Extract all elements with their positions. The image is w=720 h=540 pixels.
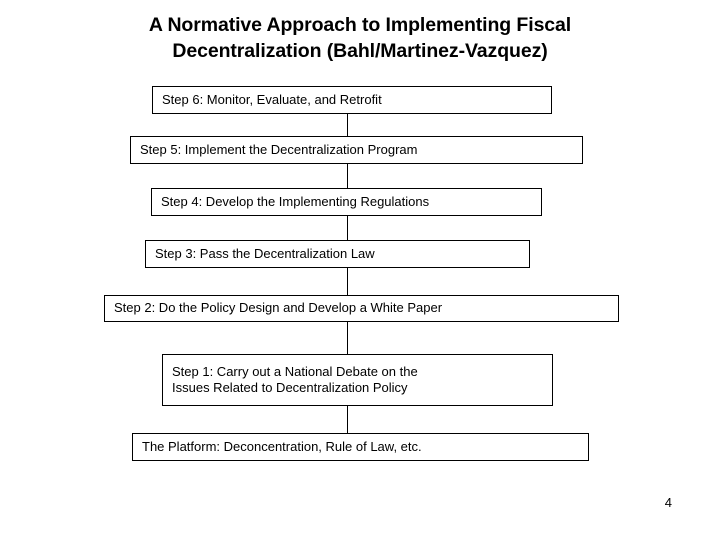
connector-step3-to-step4 <box>347 214 348 241</box>
flow-node-step2-label: Step 2: Do the Policy Design and Develop… <box>114 300 443 316</box>
flow-node-platform-label: The Platform: Deconcentration, Rule of L… <box>142 438 422 454</box>
connector-step2-to-step3 <box>347 266 348 297</box>
flow-node-step4-label: Step 4: Develop the Implementing Regulat… <box>161 193 430 209</box>
connector-step4-to-step5 <box>347 162 348 189</box>
page-title: A Normative Approach to Implementing Fis… <box>30 12 690 65</box>
flow-node-step3[interactable]: Step 3: Pass the Decentralization Law <box>145 240 530 268</box>
flow-node-step1[interactable]: Step 1: Carry out a National Debate on t… <box>162 354 553 406</box>
flow-node-step1-label: Step 1: Carry out a National Debate on t… <box>172 363 418 395</box>
page-number: 4 <box>664 495 672 510</box>
flow-node-step5[interactable]: Step 5: Implement the Decentralization P… <box>130 136 583 164</box>
flow-node-step5-label: Step 5: Implement the Decentralization P… <box>140 141 418 157</box>
flow-node-platform[interactable]: The Platform: Deconcentration, Rule of L… <box>132 433 589 461</box>
page-title-line-1: A Normative Approach to Implementing Fis… <box>148 14 572 36</box>
flow-node-step6-label: Step 6: Monitor, Evaluate, and Retrofit <box>162 91 382 107</box>
flow-node-step4[interactable]: Step 4: Develop the Implementing Regulat… <box>151 188 542 216</box>
flow-node-step3-label: Step 3: Pass the Decentralization Law <box>155 245 375 261</box>
connector-step1-to-step2 <box>347 321 348 355</box>
page-title-line-2: Decentralization (Bahl/Martinez-Vazquez) <box>172 40 548 63</box>
connector-platform-to-step1 <box>347 405 348 434</box>
connector-step5-to-step6 <box>347 112 348 137</box>
flow-node-step6[interactable]: Step 6: Monitor, Evaluate, and Retrofit <box>152 86 552 114</box>
flow-node-step2[interactable]: Step 2: Do the Policy Design and Develop… <box>104 295 619 322</box>
